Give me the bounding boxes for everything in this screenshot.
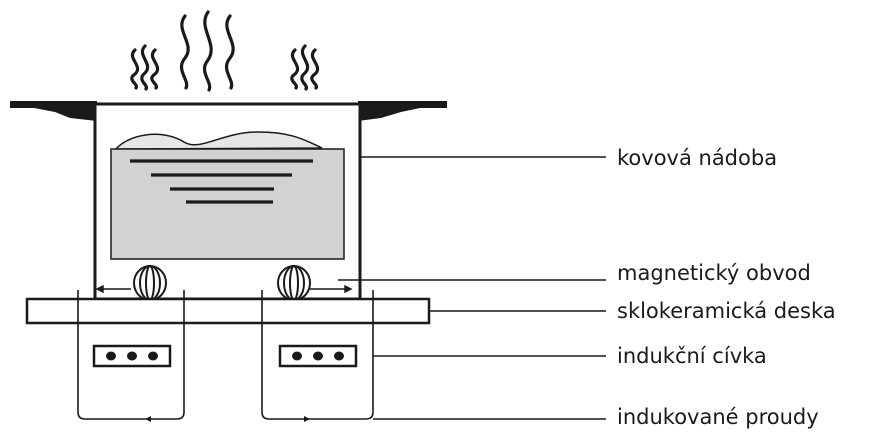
steam-wave-icon — [300, 44, 310, 91]
leader-lines — [338, 156, 606, 420]
coil-icon — [133, 265, 167, 301]
steam-wave-icon — [179, 14, 190, 90]
right-rim — [358, 101, 447, 121]
induction-coil-left — [77, 290, 185, 422]
label-induction-coil: indukční cívka — [617, 344, 767, 368]
steam-wave-icon — [130, 48, 140, 90]
label-vessel: kovová nádoba — [617, 146, 777, 170]
left-rim — [10, 101, 97, 121]
label-magnetic-circuit: magnetický obvod — [617, 261, 811, 285]
liquid — [110, 131, 345, 260]
label-ceramic-plate: sklokeramická deska — [617, 299, 836, 323]
coil-housing-right — [261, 290, 374, 420]
glass-ceramic-plate — [25, 297, 431, 325]
labels: kovová nádoba magnetický obvod sklokeram… — [617, 146, 836, 429]
steam-wave-icon — [140, 44, 150, 91]
liquid-surface — [114, 131, 323, 150]
coils — [133, 265, 311, 301]
coil-icon — [277, 265, 311, 301]
steam-wave-icon — [310, 48, 320, 90]
steam — [130, 10, 320, 92]
coil-housing-left — [77, 290, 185, 420]
heat-lines — [130, 159, 313, 204]
liquid-body — [110, 148, 345, 260]
steam-wave-icon — [290, 48, 300, 90]
steam-wave-icon — [150, 48, 160, 90]
current-arrow-left — [145, 416, 151, 422]
steam-wave-icon — [224, 14, 235, 90]
steam-wave-icon — [202, 10, 213, 92]
current-arrow-right — [304, 416, 310, 422]
induction-coil-right — [261, 290, 374, 422]
vessel-rim — [10, 101, 447, 121]
magnetic-circuit-arrows — [95, 284, 353, 294]
label-induced-currents: indukované proudy — [617, 405, 819, 429]
